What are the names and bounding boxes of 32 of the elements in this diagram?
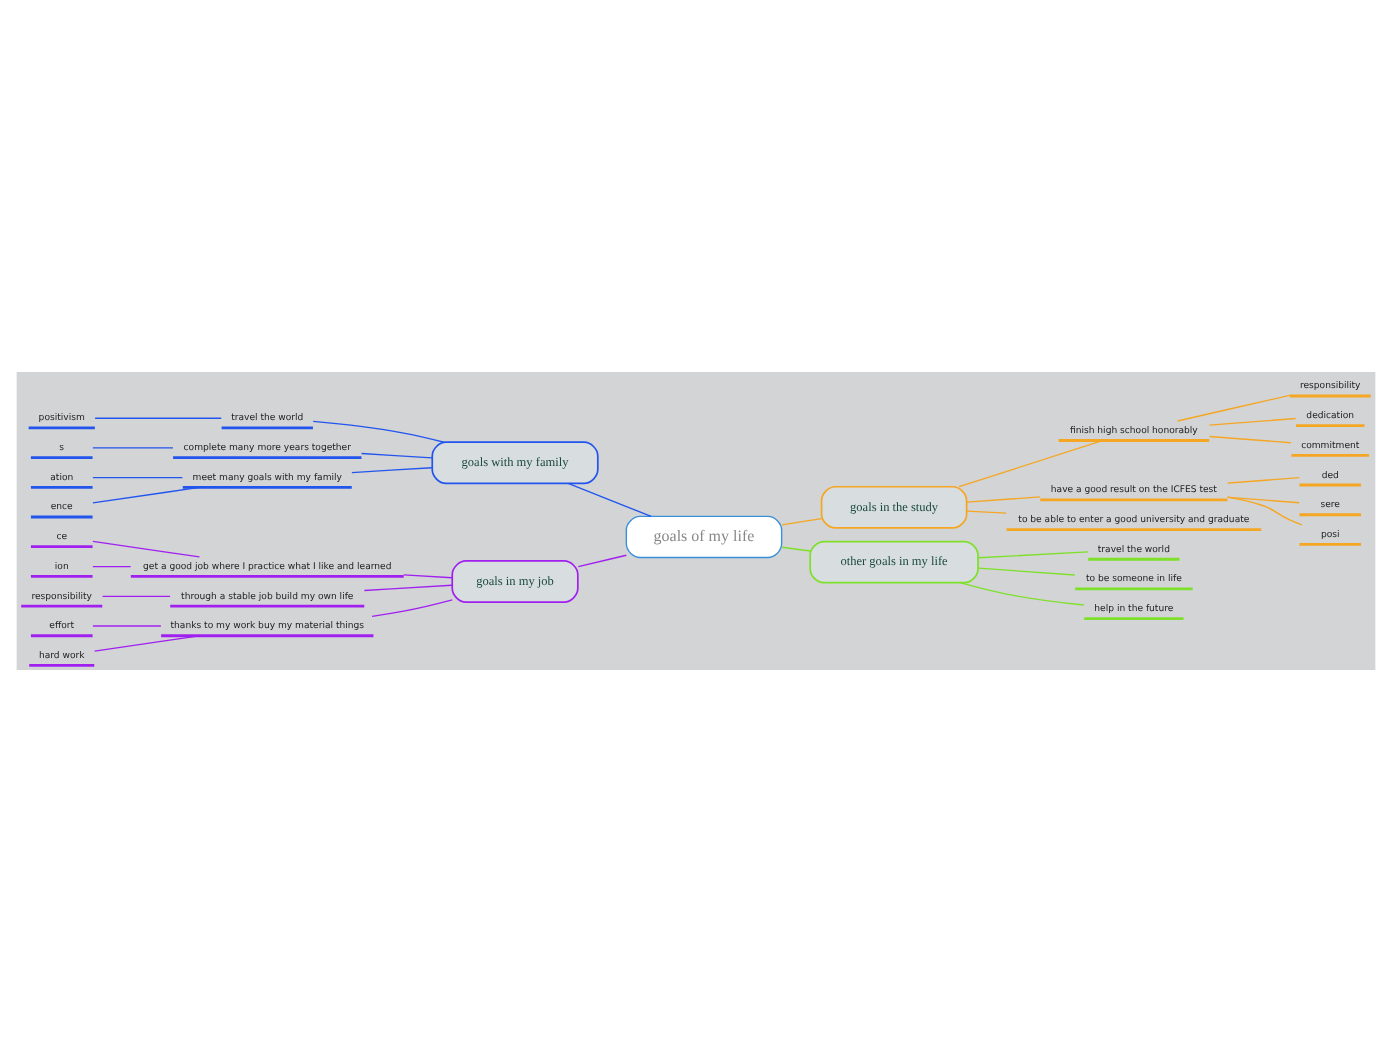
connector: [958, 438, 1103, 487]
node-box: goals of my life: [625, 514, 783, 558]
connector: [977, 566, 1076, 575]
connector: [363, 583, 453, 591]
connector: [92, 539, 201, 557]
connector: [959, 580, 1085, 605]
connector: [92, 624, 162, 626]
connector: [1226, 475, 1300, 483]
connector: [966, 495, 1041, 502]
connector: [567, 481, 652, 517]
connector: [94, 416, 222, 418]
connector: [977, 550, 1089, 558]
connector: [1208, 416, 1297, 425]
connector: [360, 451, 433, 458]
connector: [781, 516, 823, 525]
connector: [351, 466, 433, 473]
connector: [577, 553, 628, 567]
connector: [1227, 495, 1303, 525]
connector: [403, 573, 453, 578]
connector: [371, 598, 453, 616]
connector: [92, 446, 174, 448]
connector: [1226, 495, 1300, 503]
connector: [312, 419, 445, 442]
connector: [92, 565, 132, 567]
connector: [101, 594, 171, 597]
connector: [1176, 393, 1291, 421]
connector: [966, 509, 1007, 513]
connector: [781, 545, 811, 551]
connector: [1208, 434, 1292, 443]
connector: [92, 485, 201, 503]
connector: [92, 475, 184, 478]
connector: [93, 634, 200, 651]
